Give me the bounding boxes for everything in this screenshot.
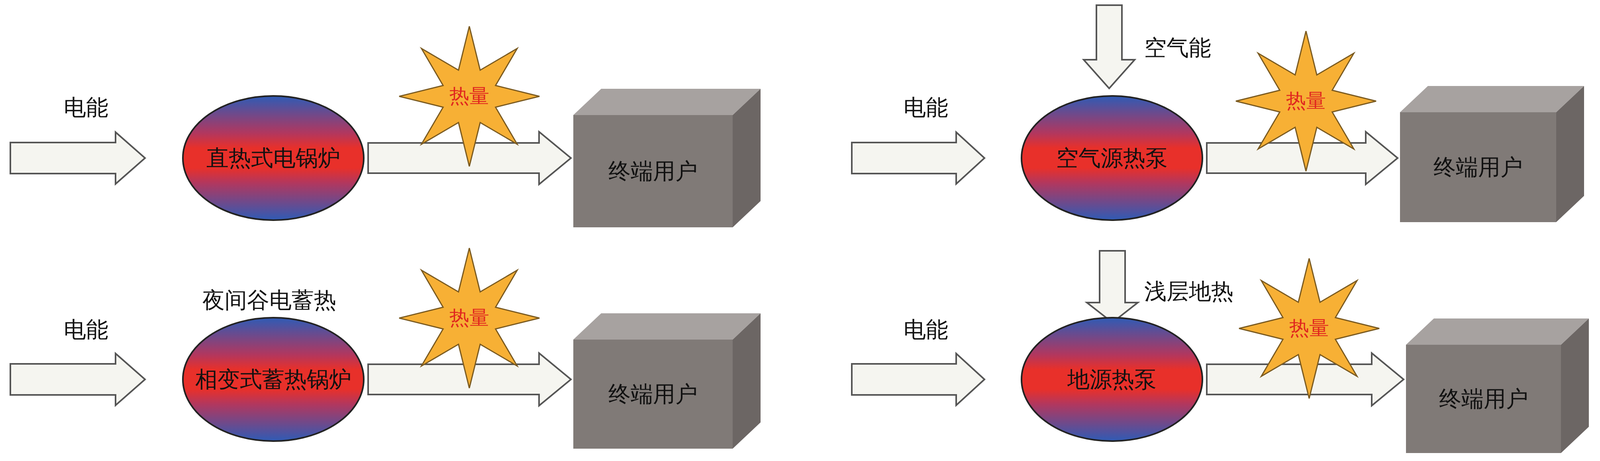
annotation-label: 空气能 bbox=[1144, 35, 1212, 61]
input-arrow bbox=[10, 353, 146, 406]
node-label: 空气源热泵 bbox=[1056, 145, 1168, 171]
node-label: 终端用户 bbox=[1439, 386, 1529, 412]
heat-label: 热量 bbox=[449, 84, 490, 108]
heat-label: 热量 bbox=[449, 306, 490, 330]
heat-star: 热量 bbox=[1238, 256, 1381, 401]
heat-device-ellipse: 空气源热泵 bbox=[1020, 94, 1204, 222]
end-user-box: 终端用户 bbox=[573, 115, 733, 228]
node-label: 终端用户 bbox=[1433, 154, 1523, 181]
annotation-label: 浅层地热 bbox=[1144, 278, 1234, 305]
annotation-label: 电能 bbox=[63, 317, 109, 343]
heat-device-ellipse: 相变式蓄热锅炉 bbox=[181, 316, 365, 443]
heat-device-ellipse: 直热式电锅炉 bbox=[181, 94, 365, 222]
heat-star: 热量 bbox=[398, 246, 541, 391]
heat-label: 热量 bbox=[1289, 317, 1330, 341]
heat-label: 热量 bbox=[1286, 89, 1326, 113]
heat-device-ellipse: 地源热泵 bbox=[1020, 316, 1204, 443]
node-label: 终端用户 bbox=[608, 158, 698, 185]
down-arrow bbox=[1086, 250, 1138, 323]
node-label: 直热式电锅炉 bbox=[206, 145, 341, 171]
annotation-label: 夜间谷电蓄热 bbox=[202, 287, 337, 314]
annotation-label: 电能 bbox=[63, 94, 109, 121]
node-label: 相变式蓄热锅炉 bbox=[195, 366, 352, 393]
heat-star: 热量 bbox=[398, 24, 541, 169]
end-user-box: 终端用户 bbox=[573, 339, 733, 450]
node-label: 地源热泵 bbox=[1067, 366, 1157, 393]
down-arrow bbox=[1083, 5, 1135, 89]
input-arrow bbox=[10, 132, 146, 185]
end-user-box: 终端用户 bbox=[1405, 345, 1561, 454]
annotation-label: 电能 bbox=[903, 317, 949, 343]
node-label: 终端用户 bbox=[608, 381, 698, 408]
input-arrow bbox=[851, 353, 985, 406]
annotation-label: 电能 bbox=[903, 94, 949, 121]
input-arrow bbox=[851, 132, 985, 185]
heat-star: 热量 bbox=[1235, 29, 1377, 173]
end-user-box: 终端用户 bbox=[1400, 112, 1557, 223]
